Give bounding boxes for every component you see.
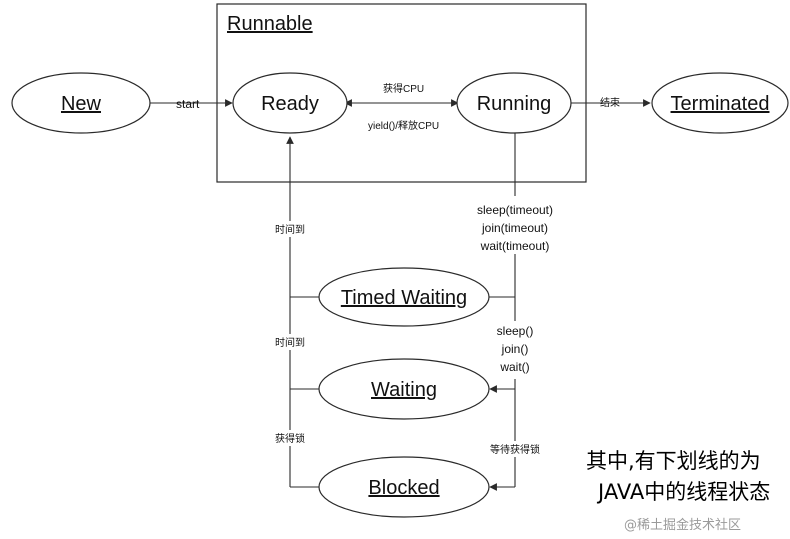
terminated-state: [651, 72, 789, 134]
end-label: 结束: [600, 96, 620, 109]
ready-state: [232, 72, 348, 134]
wait-transition-line2: join(): [501, 342, 529, 356]
timed-label-bg: [467, 196, 563, 254]
runnable-box: [216, 3, 587, 183]
yield-release-label: yield()/释放CPU: [368, 119, 439, 132]
running-state-label: Running: [477, 93, 552, 115]
wait-transition-line1: sleep(): [497, 324, 534, 338]
time-up-1-bg: [270, 221, 312, 237]
time-up-label-2: 时间到: [275, 336, 305, 349]
time-up-label-1: 时间到: [275, 223, 305, 236]
ready-state-label: Ready: [261, 93, 319, 115]
new-state-label: New: [61, 93, 102, 115]
note-line2: JAVA中的线程状态: [596, 480, 770, 504]
timed-waiting-state-label: Timed Waiting: [341, 287, 467, 309]
timed-transition-line1: sleep(timeout): [477, 203, 553, 217]
waiting-state-label: Waiting: [371, 379, 437, 401]
note-line1: 其中,有下划线的为: [586, 449, 761, 473]
get-cpu-label: 获得CPU: [383, 83, 424, 95]
waiting-state: [318, 358, 490, 420]
timed-transition-line2: join(timeout): [481, 221, 548, 235]
terminated-state-label: Terminated: [671, 93, 770, 115]
wait-transition-line3: wait(): [499, 360, 529, 374]
start-label: start: [176, 97, 200, 111]
timed-waiting-state: [318, 267, 490, 327]
got-lock-bg: [270, 430, 312, 446]
wait-lock-label: 等待获得锁: [490, 443, 540, 456]
new-state: [11, 72, 151, 134]
watermark: @稀土掘金技术社区: [624, 517, 741, 533]
runnable-label: Runnable: [227, 13, 313, 35]
blocked-state: [318, 456, 490, 518]
running-state: [456, 72, 572, 134]
wait-label-bg: [486, 321, 544, 379]
wait-lock-label-bg: [482, 441, 548, 457]
time-up-2-bg: [270, 334, 312, 350]
got-lock-label: 获得锁: [275, 432, 305, 445]
timed-transition-line3: wait(timeout): [480, 239, 550, 253]
blocked-state-label: Blocked: [368, 477, 439, 499]
